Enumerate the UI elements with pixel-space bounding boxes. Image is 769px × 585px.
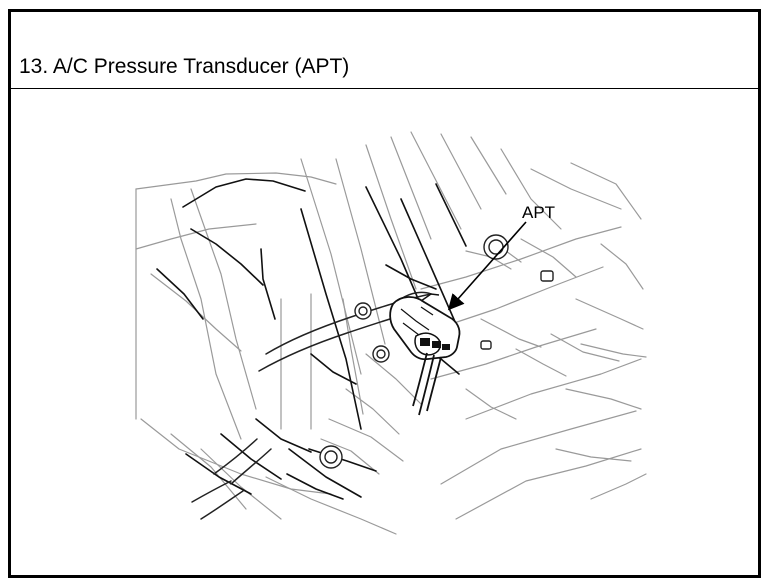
page-header-strip: ▔▔▔ ▔ ▔ bbox=[11, 12, 758, 22]
engine-bay-illustration: APT bbox=[135, 131, 647, 535]
callout-label: APT bbox=[522, 203, 555, 222]
apt-callout: APT bbox=[447, 203, 555, 311]
apt-component bbox=[389, 293, 461, 416]
cropped-header-text: ▔▔▔ ▔ ▔ bbox=[21, 12, 77, 20]
fasteners bbox=[319, 234, 554, 469]
engine-bay-background-lines bbox=[135, 131, 647, 535]
title-divider bbox=[11, 88, 758, 89]
callout-arrow bbox=[447, 221, 527, 311]
document-frame: ▔▔▔ ▔ ▔ 13. A/C Pressure Transducer (APT… bbox=[8, 9, 761, 578]
component-illustration: APT bbox=[11, 89, 758, 575]
page-title: 13. A/C Pressure Transducer (APT) bbox=[19, 55, 350, 78]
